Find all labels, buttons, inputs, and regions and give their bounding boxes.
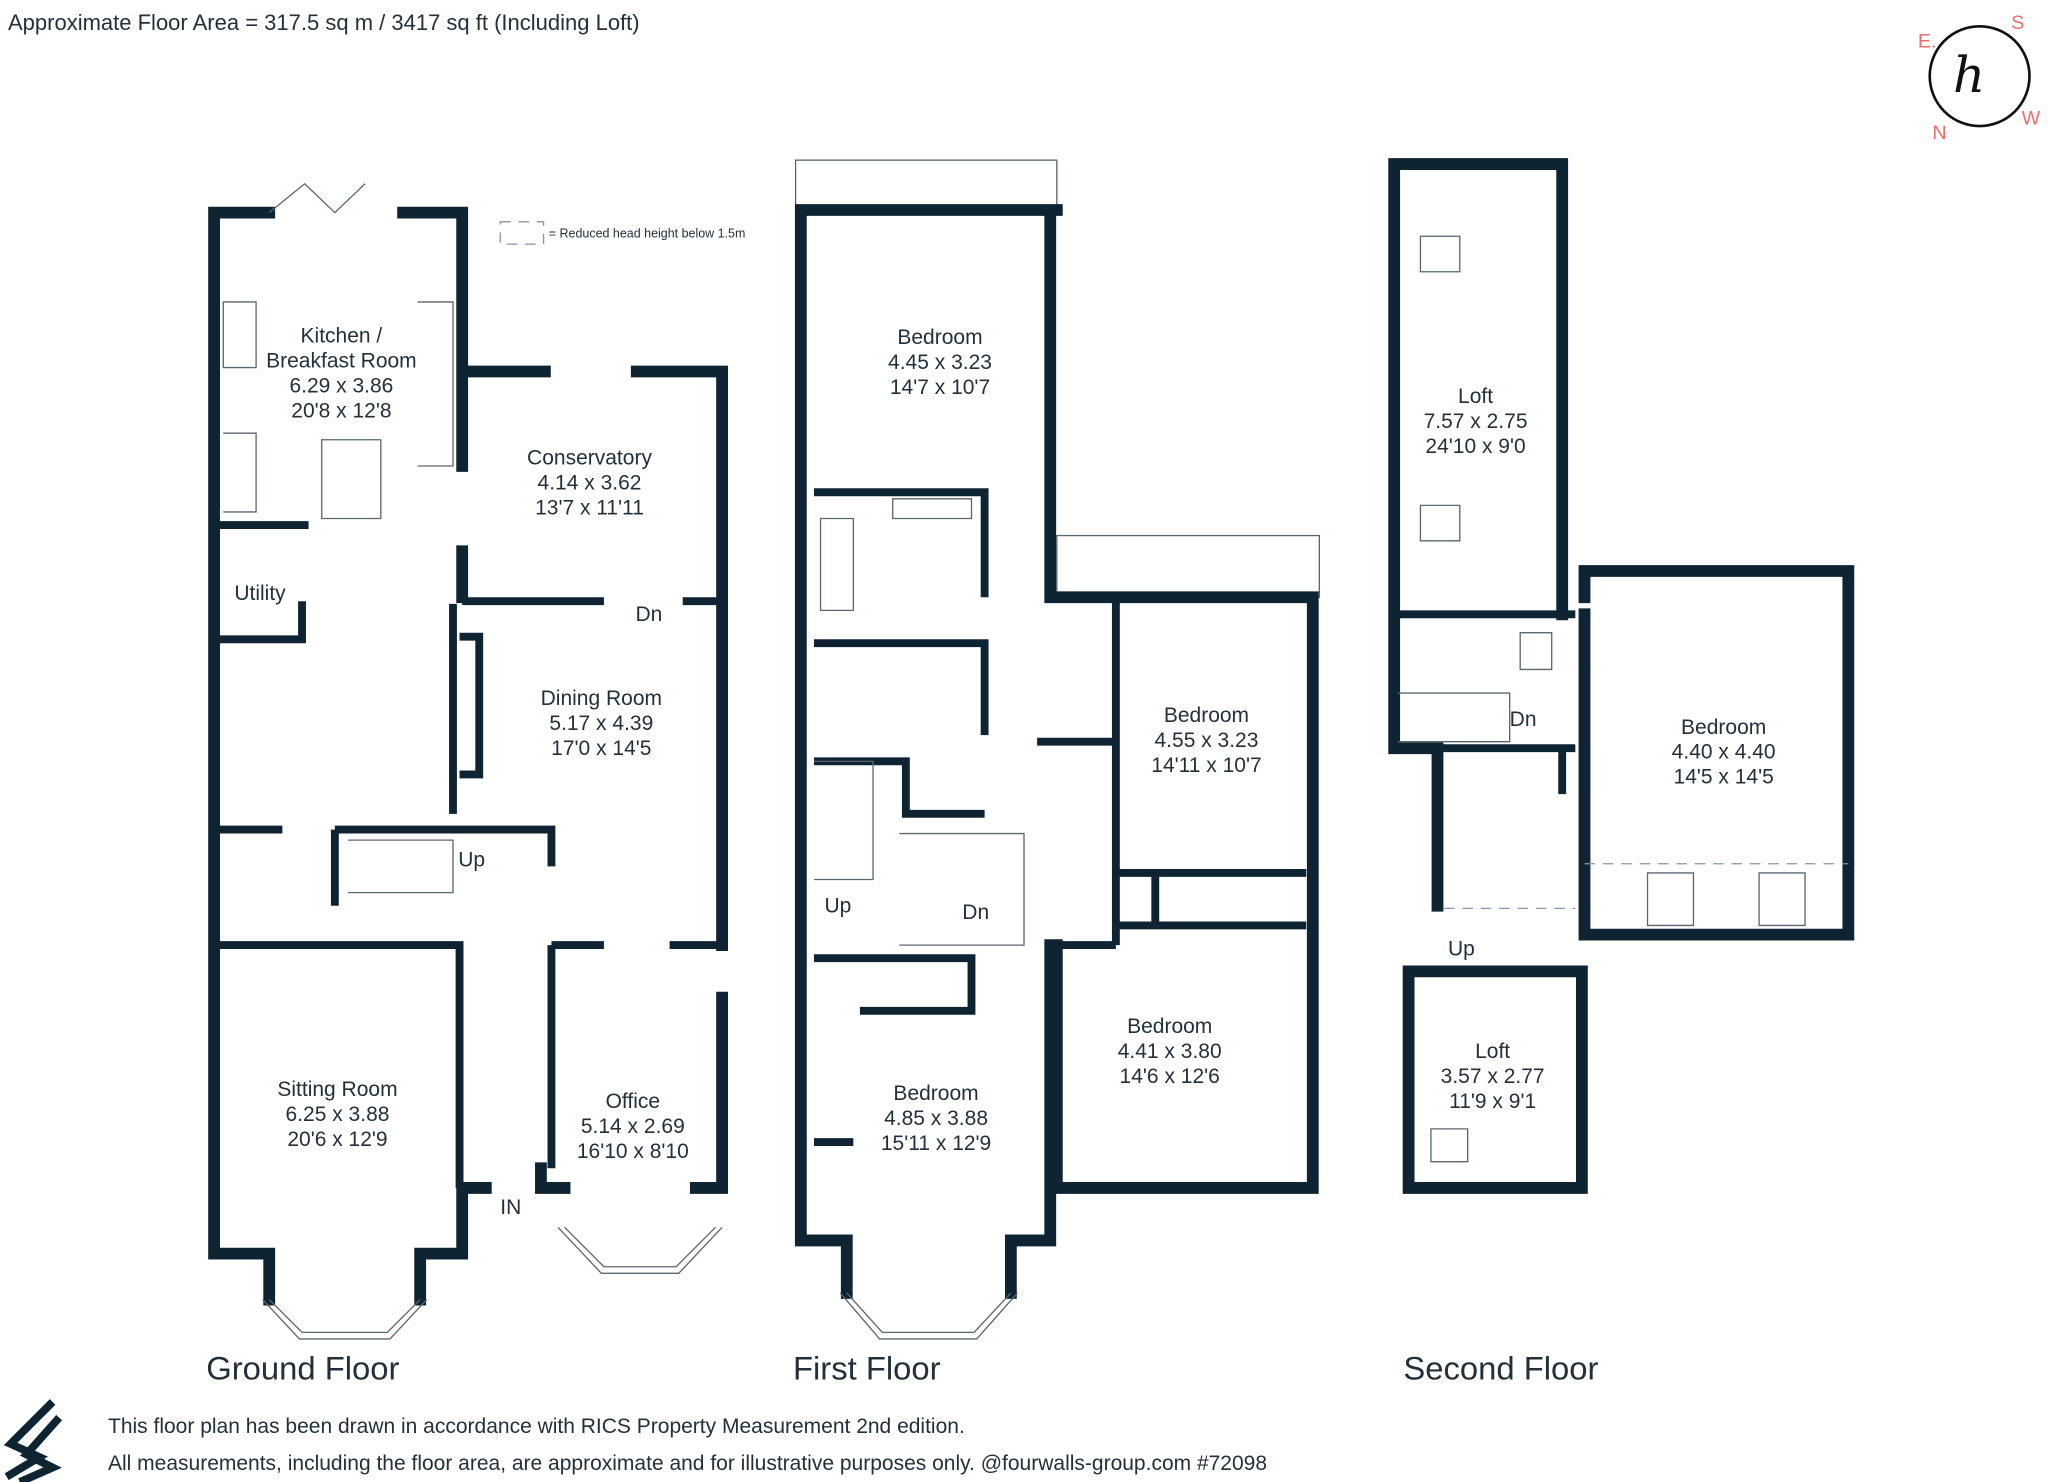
compass-logo: h E. S W N <box>1918 12 2041 144</box>
room-sitting-imperial: 20'6 x 12'9 <box>287 1128 387 1151</box>
footer-disclaimer: This floor plan has been drawn in accord… <box>108 1408 1267 1482</box>
room-conservatory-name: Conservatory <box>527 447 652 470</box>
room-office-name: Office <box>606 1090 660 1113</box>
room-loft1-metric: 7.57 x 2.75 <box>1424 410 1528 433</box>
compass-north: N <box>1932 122 1946 144</box>
reduced-height-legend-swatch <box>499 221 545 245</box>
first-dn-label: Dn <box>962 901 989 924</box>
legend: = Reduced head height below 1.5m <box>499 221 746 245</box>
first-up-label: Up <box>824 894 851 917</box>
second-floor-plan: Loft 7.57 x 2.75 24'10 x 9'0 Bedroom 4.4… <box>1388 158 1855 1387</box>
room-dining-imperial: 17'0 x 14'5 <box>551 737 651 760</box>
second-floor-title: Second Floor <box>1403 1350 1598 1387</box>
room-bedroom4-metric: 4.85 x 3.88 <box>884 1107 988 1130</box>
room-kitchen-name: Kitchen / <box>301 325 383 348</box>
compass-east: E. <box>1918 30 1937 52</box>
room-bedroom2-name: Bedroom <box>1164 704 1249 727</box>
room-bedroom5-name: Bedroom <box>1681 716 1766 739</box>
room-office-imperial: 16'10 x 8'10 <box>577 1140 689 1163</box>
legend-text: = Reduced head height below 1.5m <box>549 227 746 241</box>
first-floor-plan: Bedroom 4.45 x 3.23 14'7 x 10'7 Bedroom … <box>793 159 1321 1387</box>
footer-line-1: This floor plan has been drawn in accord… <box>108 1415 965 1438</box>
second-up-label: Up <box>1448 938 1475 961</box>
room-bedroom5-metric: 4.40 x 4.40 <box>1672 741 1776 764</box>
room-bedroom3-metric: 4.41 x 3.80 <box>1118 1040 1222 1063</box>
room-conservatory-metric: 4.14 x 3.62 <box>538 472 642 495</box>
room-office-metric: 5.14 x 2.69 <box>581 1115 685 1138</box>
compass-circle <box>1928 24 2031 128</box>
room-loft1-imperial: 24'10 x 9'0 <box>1425 435 1525 458</box>
compass-south: S <box>2011 12 2024 34</box>
fourwalls-logo <box>3 1399 63 1482</box>
room-kitchen-imperial: 20'8 x 12'8 <box>291 399 391 422</box>
compass-west: W <box>2022 108 2041 130</box>
room-loft1-name: Loft <box>1458 385 1493 408</box>
room-loft2-metric: 3.57 x 2.77 <box>1441 1065 1545 1088</box>
room-bedroom5-imperial: 14'5 x 14'5 <box>1674 766 1774 789</box>
room-bedroom1-imperial: 14'7 x 10'7 <box>890 376 990 399</box>
logo-letter: h <box>1953 46 1985 104</box>
room-bedroom1-name: Bedroom <box>897 326 982 349</box>
ground-floor-plan: Kitchen / Breakfast Room 6.29 x 3.86 20'… <box>206 182 728 1387</box>
room-bedroom3-imperial: 14'6 x 12'6 <box>1120 1065 1220 1088</box>
ground-up-label: Up <box>458 848 485 871</box>
room-bedroom4-imperial: 15'11 x 12'9 <box>881 1132 991 1155</box>
room-dining-metric: 5.17 x 4.39 <box>549 712 653 735</box>
footer-line-2: All measurements, including the floor ar… <box>108 1452 1268 1475</box>
room-bedroom1-metric: 4.45 x 3.23 <box>888 351 992 374</box>
second-dn-label: Dn <box>1510 708 1537 731</box>
ground-dn-label: Dn <box>635 603 662 626</box>
room-sitting-name: Sitting Room <box>277 1078 397 1101</box>
room-bedroom4-name: Bedroom <box>893 1082 978 1105</box>
room-kitchen-name2: Breakfast Room <box>266 350 417 373</box>
room-loft2-imperial: 11'9 x 9'1 <box>1449 1090 1536 1113</box>
room-bedroom2-metric: 4.55 x 3.23 <box>1154 729 1258 752</box>
room-dining-name: Dining Room <box>541 687 662 710</box>
ground-floor-title: Ground Floor <box>206 1350 399 1387</box>
room-bedroom3-name: Bedroom <box>1127 1015 1212 1038</box>
room-sitting-metric: 6.25 x 3.88 <box>286 1103 390 1126</box>
room-bedroom2-imperial: 14'11 x 10'7 <box>1151 754 1261 777</box>
room-kitchen-metric: 6.29 x 3.86 <box>289 374 393 397</box>
first-floor-title: First Floor <box>793 1350 941 1387</box>
room-utility-name: Utility <box>234 582 286 605</box>
entrance-label: IN <box>500 1196 521 1219</box>
floor-area-header: Approximate Floor Area = 317.5 sq m / 34… <box>8 10 640 35</box>
room-conservatory-imperial: 13'7 x 11'11 <box>535 497 644 520</box>
room-loft2-name: Loft <box>1475 1040 1510 1063</box>
